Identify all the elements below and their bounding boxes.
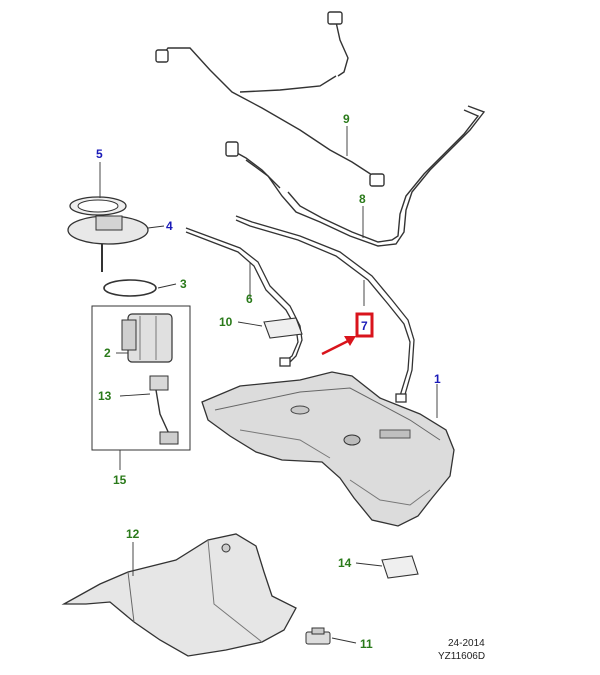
pump-subassembly-box (91, 305, 191, 451)
callout-1[interactable]: 1 (434, 372, 441, 386)
callout-14[interactable]: 14 (338, 556, 352, 570)
callout-9[interactable]: 9 (343, 112, 350, 126)
pump-flange[interactable] (67, 215, 149, 272)
heat-shield[interactable] (61, 533, 297, 657)
highlight-marker (321, 312, 374, 356)
callout-15[interactable]: 15 (113, 473, 127, 487)
callout-8[interactable]: 8 (359, 192, 366, 206)
insulation-pad[interactable] (381, 555, 419, 579)
callout-11[interactable]: 11 (360, 637, 373, 651)
reference-block: 24-2014 YZ11606D (438, 638, 485, 662)
callout-13[interactable]: 13 (98, 389, 112, 403)
wiring-harness[interactable] (155, 11, 385, 189)
vapour-pipe[interactable] (235, 215, 415, 403)
callout-6[interactable]: 6 (246, 292, 253, 306)
level-sensor[interactable] (149, 375, 179, 445)
pipe-assembly[interactable] (185, 227, 303, 367)
callout-4[interactable]: 4 (166, 219, 173, 233)
insulation-pad[interactable] (263, 317, 303, 339)
fuel-tank[interactable] (201, 371, 455, 527)
callout-5[interactable]: 5 (96, 147, 103, 161)
callout-10[interactable]: 10 (219, 315, 233, 329)
reference-code: YZ11606D (438, 651, 485, 662)
callout-12[interactable]: 12 (126, 527, 140, 541)
fuel-pipe[interactable] (245, 105, 486, 247)
seal[interactable] (103, 279, 157, 297)
callout-3[interactable]: 3 (180, 277, 187, 291)
clip[interactable] (305, 627, 331, 645)
fuel-pump[interactable] (121, 313, 173, 363)
callout-2[interactable]: 2 (104, 346, 111, 360)
callout-labels: 1 2 3 4 5 6 7 8 9 10 11 12 13 14 15 (96, 112, 441, 651)
leader-lines (99, 126, 438, 644)
lock-ring[interactable] (69, 196, 127, 216)
callout-7[interactable]: 7 (361, 319, 368, 333)
reference-date: 24-2014 (448, 638, 485, 649)
